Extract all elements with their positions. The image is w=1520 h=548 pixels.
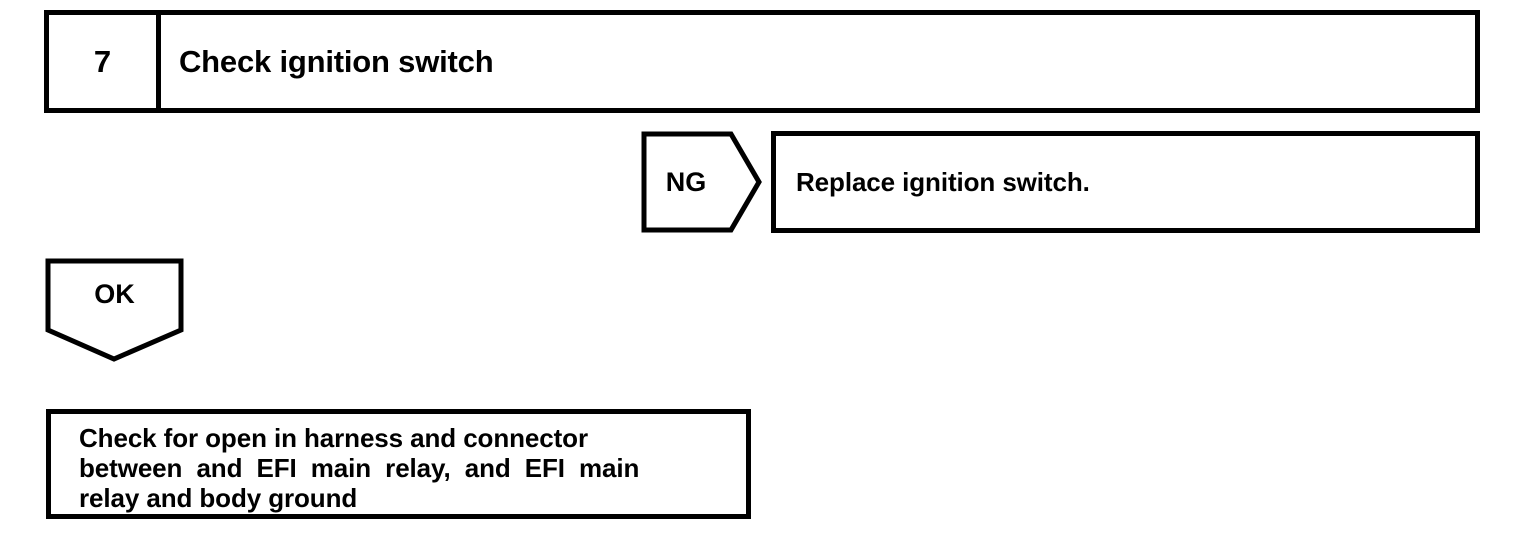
ng-connector: NG — [641, 131, 762, 233]
ng-action-box: Replace ignition switch. — [771, 131, 1480, 233]
ng-label-text: NG — [665, 166, 707, 197]
step-number-cell: 7 — [49, 15, 161, 108]
ok-label-text: OK — [94, 278, 135, 309]
step-title-cell: Check ignition switch — [161, 15, 1475, 108]
arrow-down-pentagon-icon — [45, 258, 184, 362]
ok-action-line-2: between and EFI main relay, and EFI main — [79, 453, 640, 483]
ok-label: OK — [45, 258, 184, 330]
step-box: 7 Check ignition switch — [44, 10, 1480, 113]
step-number: 7 — [93, 43, 112, 79]
ng-action-text: Replace ignition switch. — [796, 166, 1090, 197]
ng-label: NG — [641, 131, 731, 233]
step-title-text: Check ignition switch — [179, 43, 494, 79]
ok-action-line-1: Check for open in harness and connector — [79, 423, 588, 453]
ok-action-line-3: relay and body ground — [79, 483, 358, 513]
arrow-right-pentagon-icon — [641, 131, 762, 233]
ok-action-box: Check for open in harness and connector … — [46, 409, 751, 519]
ok-connector: OK — [45, 258, 184, 362]
